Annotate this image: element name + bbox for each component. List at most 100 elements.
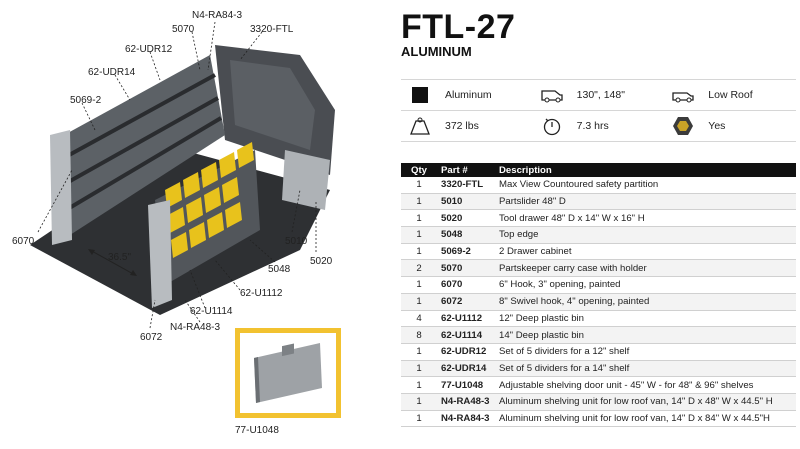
low-roof-van-icon: [670, 84, 696, 106]
cell-part: 62-UDR12: [437, 343, 495, 361]
callout-62-u1112: 62-U1112: [240, 288, 283, 299]
cell-part: 62-U1112: [437, 310, 495, 328]
dimension-label: 36.5": [108, 252, 132, 263]
shelf-line: [59, 73, 216, 162]
spec-grid: Aluminum 130", 148" Low Roof 372 lbs 7: [401, 79, 796, 142]
cell-part: 5070: [437, 259, 495, 278]
cell-qty: 1: [401, 376, 437, 394]
header-description: Description: [495, 163, 796, 177]
cell-description: Tool drawer 48" D x 14" W x 16" H: [495, 209, 796, 228]
van-shelving-drawing: [30, 21, 335, 329]
door-unit-inset: [235, 328, 341, 418]
spec-weight: 372 lbs: [401, 111, 533, 141]
callout-62-udr14: 62-UDR14: [88, 67, 136, 78]
callout-n4-ra84-3: N4-RA84-3: [192, 10, 243, 21]
callout-62-udr12: 62-UDR12: [125, 44, 173, 55]
cell-description: Max View Countoured safety partition: [495, 177, 796, 194]
callout-62-u1114: 62-U1114: [190, 306, 233, 317]
weight-icon: [407, 115, 433, 137]
callout-5010: 5010: [285, 236, 308, 247]
cell-description: 6" Hook, 3" opening, painted: [495, 276, 796, 294]
cell-part: N4-RA84-3: [437, 410, 495, 428]
spec-label: Low Roof: [708, 89, 753, 101]
shelf-line: [62, 96, 219, 187]
end-panel-front: [148, 200, 172, 308]
cell-part: 5048: [437, 226, 495, 244]
tool-drawer: [282, 150, 330, 210]
leader-lines: [37, 21, 317, 329]
square-swatch-icon: [407, 84, 433, 106]
spec-label: Aluminum: [445, 89, 492, 101]
cell-qty: 1: [401, 360, 437, 378]
cell-qty: 1: [401, 177, 437, 194]
van-icon: [539, 84, 565, 106]
cell-description: Adjustable shelving door unit - 45" W - …: [495, 376, 796, 394]
header-part: Part #: [437, 163, 495, 177]
cell-description: Top edge: [495, 226, 796, 244]
callout-5070: 5070: [172, 24, 195, 35]
cell-qty: 1: [401, 393, 437, 411]
callout-5048: 5048: [268, 264, 291, 275]
spec-label: Yes: [708, 120, 726, 132]
cell-qty: 1: [401, 193, 437, 211]
cell-qty: 8: [401, 326, 437, 344]
cell-part: 5020: [437, 209, 495, 228]
cell-description: Partskeeper carry case with holder: [495, 259, 796, 278]
callout-5020: 5020: [310, 256, 333, 267]
cell-qty: 2: [401, 259, 437, 278]
spec-row: 372 lbs 7.3 hrs Yes: [401, 110, 796, 142]
table-header-row: Qty Part # Description: [401, 163, 796, 177]
cell-qty: 4: [401, 310, 437, 328]
cell-part: 5069-2: [437, 243, 495, 261]
spec-wheelbase: 130", 148": [533, 80, 665, 110]
cell-qty: 1: [401, 293, 437, 311]
cell-description: Partslider 48" D: [495, 193, 796, 211]
spec-label: 130", 148": [576, 89, 625, 101]
cell-description: 8" Swivel hook, 4" opening, painted: [495, 293, 796, 311]
cell-part: 5010: [437, 193, 495, 211]
cell-part: 6072: [437, 293, 495, 311]
partition-window: [230, 60, 315, 150]
callout-3320-ftl: 3320-FTL: [250, 24, 294, 35]
callout-6070: 6070: [12, 236, 35, 247]
product-title: FTL-27: [401, 8, 516, 46]
callout-6072: 6072: [140, 332, 163, 343]
cell-qty: 1: [401, 243, 437, 261]
cell-part: 62-U1114: [437, 326, 495, 344]
spec-row: Aluminum 130", 148" Low Roof: [401, 79, 796, 110]
spec-label: 7.3 hrs: [576, 120, 609, 132]
spec-hardware: Yes: [664, 111, 796, 141]
end-panel: [50, 130, 72, 245]
shelf-line: [64, 116, 223, 212]
cell-part: 62-UDR14: [437, 360, 495, 378]
cell-part: 6070: [437, 276, 495, 294]
cell-description: Set of 5 dividers for a 14" shelf: [495, 360, 796, 378]
cell-description: 14" Deep plastic bin: [495, 326, 796, 344]
arrow-head: [88, 249, 95, 255]
spec-material: Aluminum: [401, 80, 533, 110]
arrow-head: [130, 270, 137, 276]
cell-description: Aluminum shelving unit for low roof van,…: [495, 393, 796, 411]
cell-qty: 1: [401, 276, 437, 294]
inset-label: 77-U1048: [235, 425, 279, 436]
cell-description: Set of 5 dividers for a 12" shelf: [495, 343, 796, 361]
spec-roof: Low Roof: [664, 80, 796, 110]
spec-install-time: 7.3 hrs: [533, 111, 665, 141]
cell-qty: 1: [401, 209, 437, 228]
cell-qty: 1: [401, 343, 437, 361]
cell-part: 77-U1048: [437, 376, 495, 394]
callout-n4-ra48-3: N4-RA48-3: [170, 322, 221, 333]
dimension-line: [89, 249, 136, 276]
